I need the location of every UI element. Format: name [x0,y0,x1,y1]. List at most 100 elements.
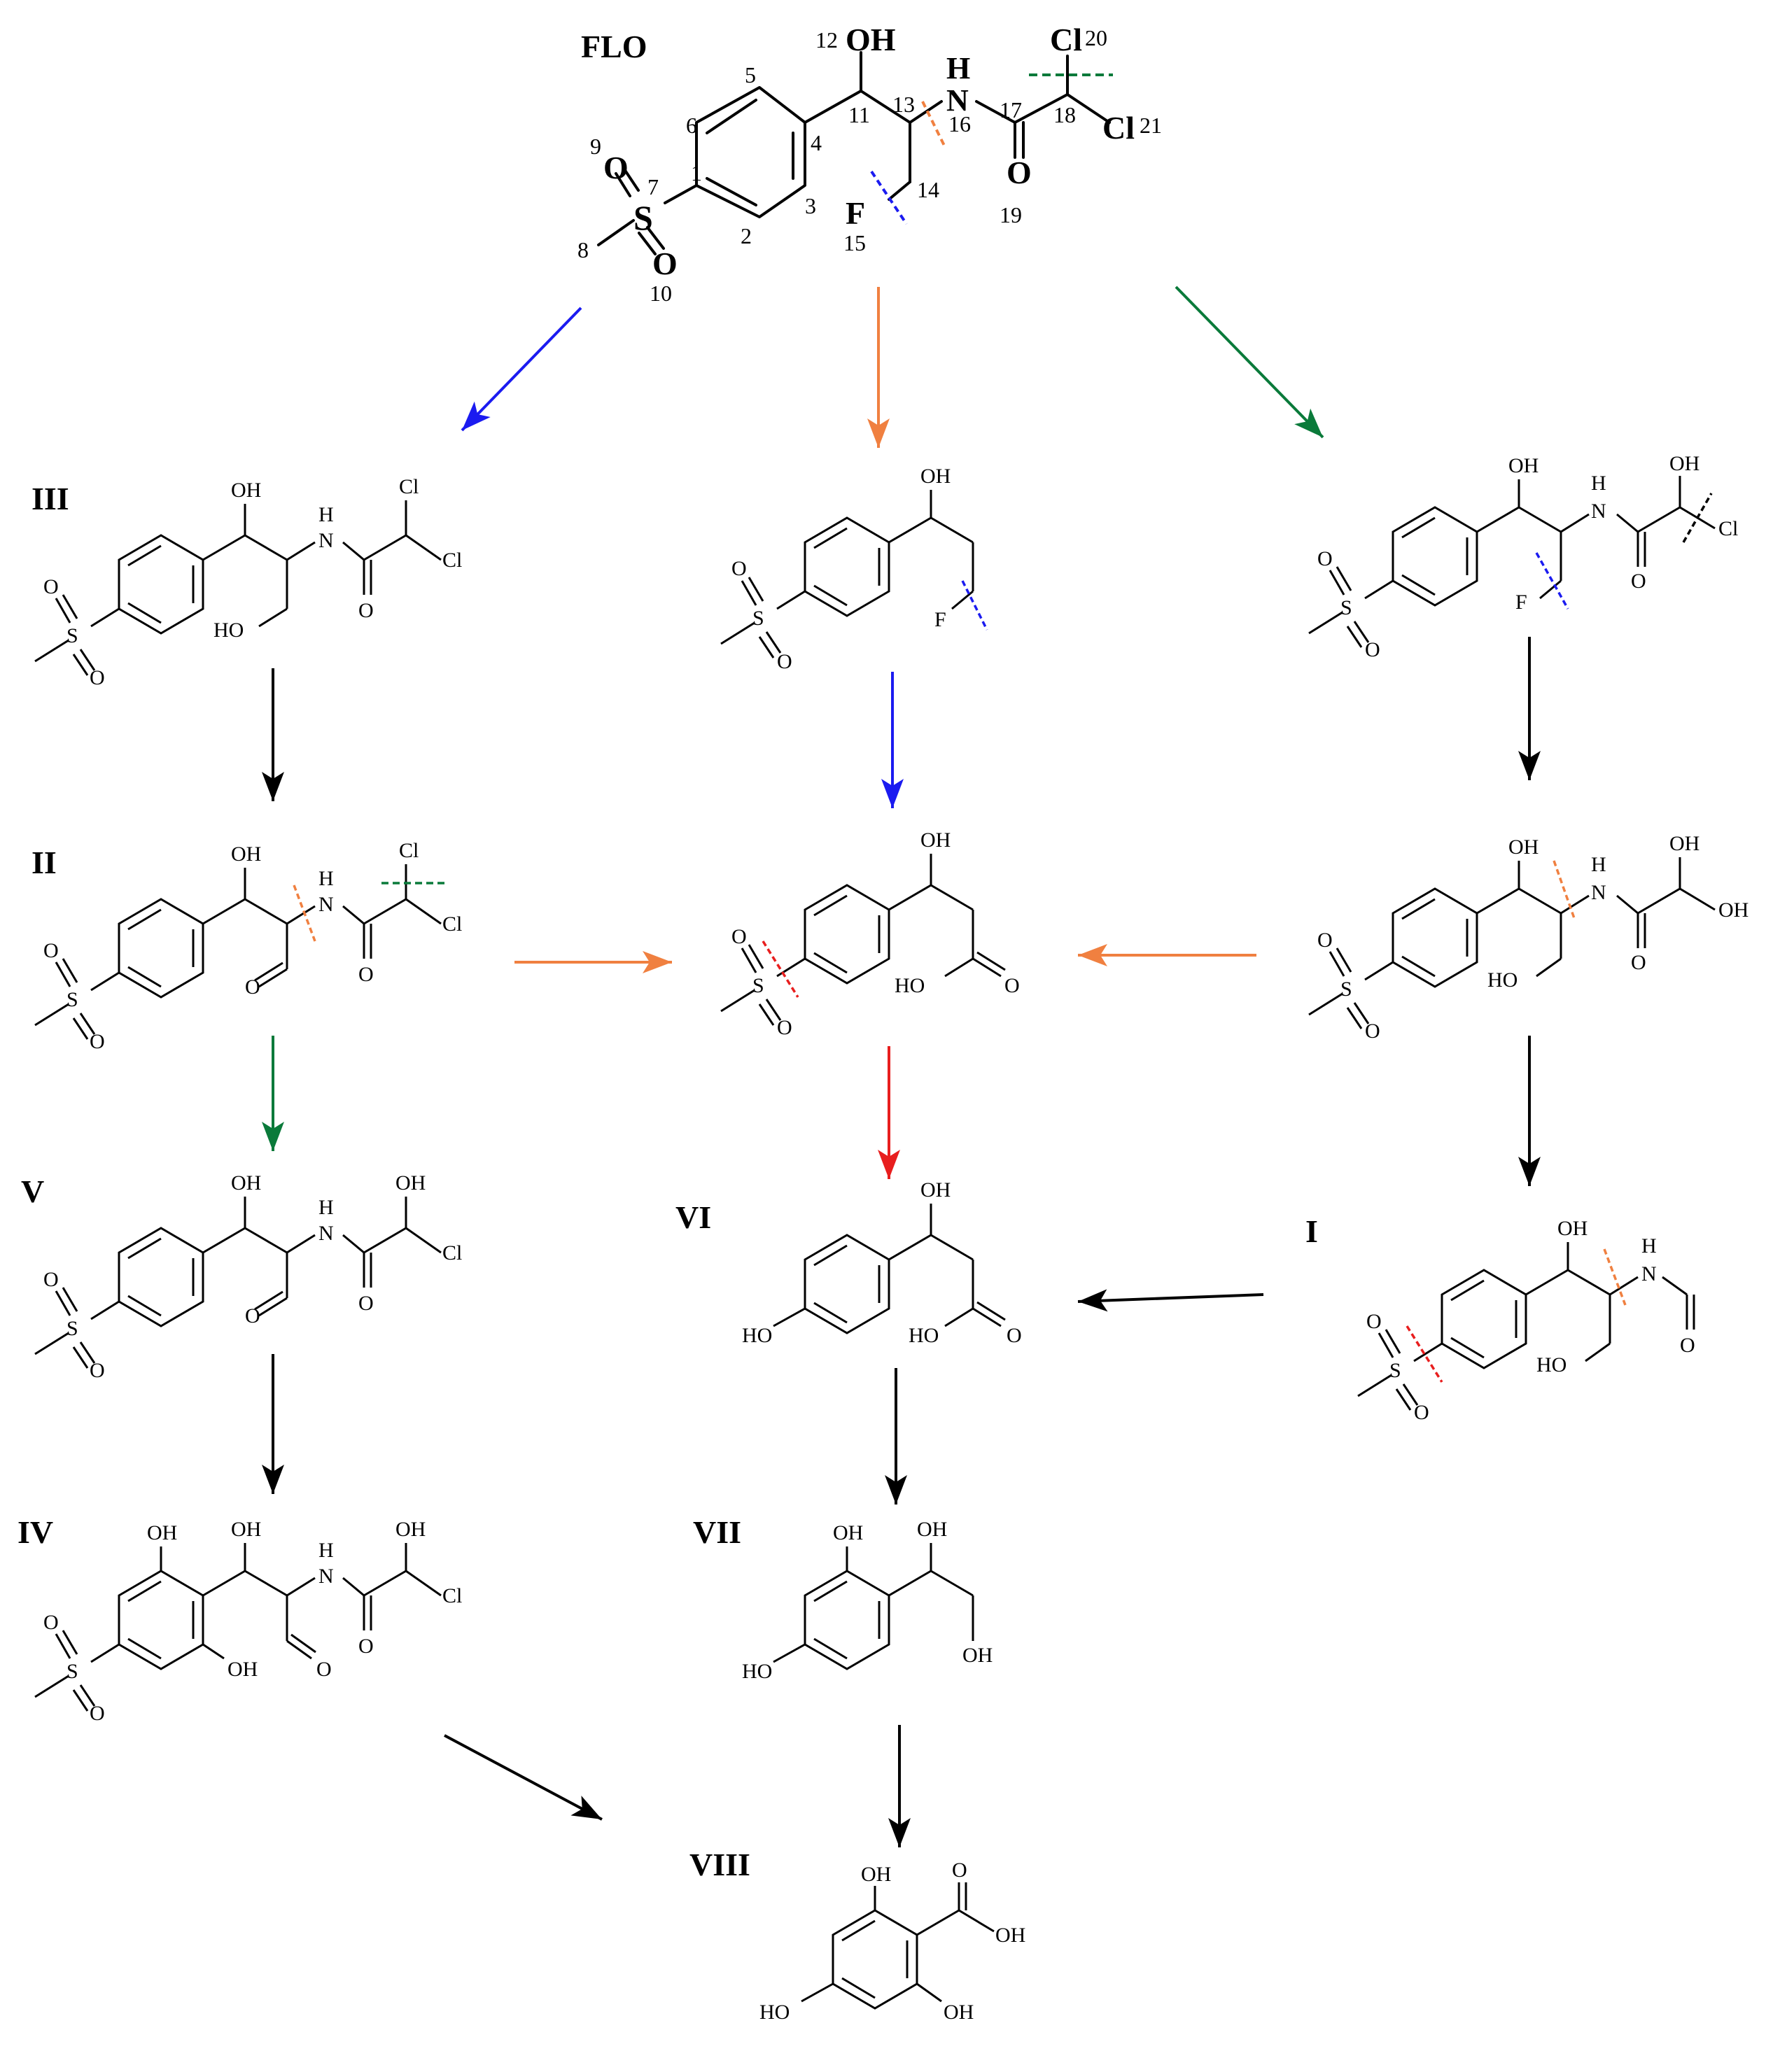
svg-text:16: 16 [948,111,971,136]
svg-text:II: II [31,845,57,880]
compound-VI: VI OH HO HO O [675,1178,1022,1347]
arrowhead-FLO-to-top_right [1294,408,1323,437]
svg-text:OH: OH [995,1924,1025,1947]
svg-text:H: H [1641,1234,1657,1257]
svg-text:Cl: Cl [1102,110,1135,146]
svg-text:1: 1 [691,160,702,185]
svg-text:O: O [777,650,792,673]
svg-text:F: F [934,608,946,631]
arrowhead-I-to-VI [1078,1289,1108,1312]
arrow-IV-to-VIII [444,1734,603,1821]
svg-text:I: I [1305,1213,1318,1249]
svg-text:O: O [90,1702,105,1725]
svg-text:V: V [21,1174,44,1209]
svg-text:4: 4 [811,130,822,155]
arrowhead-VI-to-VII [885,1475,907,1504]
svg-text:N: N [946,83,969,118]
svg-text:3: 3 [805,193,816,218]
svg-text:14: 14 [917,177,939,202]
svg-text:HO: HO [742,1660,772,1683]
flo-label: FLO [581,29,647,64]
svg-text:8: 8 [577,237,589,262]
svg-text:O: O [1317,547,1333,570]
svg-text:O: O [952,1859,967,1882]
svg-text:H: H [318,867,334,890]
svg-text:OH: OH [920,1178,951,1201]
svg-text:OH: OH [1508,454,1539,477]
compound-V: V OH H N OH Cl O O S O O [21,1171,462,1382]
svg-text:S: S [1389,1359,1401,1382]
svg-text:O: O [1414,1401,1429,1424]
svg-text:OH: OH [231,1171,261,1194]
svg-text:O: O [603,150,629,185]
svg-text:S: S [1340,596,1352,619]
svg-text:O: O [358,1635,374,1658]
svg-text:18: 18 [1053,102,1076,127]
compound-II: II OH H N Cl Cl O O S O O [31,839,462,1053]
svg-text:9: 9 [590,134,601,159]
svg-text:N: N [318,893,334,916]
svg-text:N: N [1641,1262,1657,1285]
svg-text:O: O [1365,638,1380,661]
compound-III: III OH H N Cl Cl O HO S O O [31,475,462,689]
svg-text:III: III [31,481,69,516]
svg-text:H: H [1591,472,1606,495]
svg-text:O: O [43,575,59,598]
svg-text:Cl: Cl [399,839,419,862]
svg-text:OH: OH [917,1518,947,1541]
arrowhead-III-to-II [262,772,284,801]
svg-text:O: O [245,975,260,999]
svg-text:Cl: Cl [442,1241,462,1264]
svg-text:Cl: Cl [1050,22,1082,57]
svg-text:S: S [752,974,764,997]
arrowhead-mid_right-to-I [1518,1157,1541,1186]
svg-text:O: O [731,557,747,580]
svg-text:OH: OH [846,22,896,57]
svg-text:O: O [1004,974,1020,997]
svg-text:2: 2 [741,223,752,248]
compound-center-acid: OH HO O S O O [720,829,1020,1039]
svg-text:OH: OH [147,1521,177,1544]
svg-text:N: N [1591,881,1606,904]
svg-text:OH: OH [962,1644,993,1667]
svg-text:O: O [1365,1020,1380,1043]
svg-text:H: H [318,1539,334,1562]
svg-text:O: O [1366,1310,1382,1333]
svg-text:F: F [1515,591,1527,614]
svg-text:O: O [358,963,374,986]
svg-text:S: S [66,624,78,647]
sulfur-atom: S [633,198,653,237]
svg-text:O: O [1007,155,1032,190]
svg-text:O: O [652,246,678,281]
svg-text:Cl: Cl [442,912,462,936]
svg-text:O: O [358,599,374,622]
svg-text:O: O [1317,929,1333,952]
svg-text:HO: HO [1536,1353,1567,1376]
svg-text:7: 7 [647,174,659,199]
svg-text:19: 19 [1000,202,1022,227]
svg-text:O: O [43,1268,59,1291]
svg-text:5: 5 [745,62,756,87]
svg-text:N: N [318,529,334,552]
svg-text:HO: HO [213,619,244,642]
svg-text:H: H [1591,853,1606,876]
arrowhead-FLO-to-III [462,401,491,430]
svg-text:S: S [66,988,78,1011]
compound-VIII: VIII OH O OH HO OH [689,1847,1025,2024]
arrowhead-top_right-to-mid_right [1518,751,1541,780]
svg-text:O: O [1631,570,1646,593]
compound-I: I OH H N O HO S O O [1305,1213,1695,1424]
svg-text:O: O [90,1030,105,1053]
svg-text:OH: OH [833,1521,863,1544]
svg-text:O: O [316,1658,332,1681]
svg-text:OH: OH [944,2001,974,2024]
arrow-FLO-to-III [461,306,582,432]
svg-text:S: S [752,607,764,630]
svg-text:OH: OH [231,479,261,502]
arrowhead-II-to-mid [643,951,672,973]
svg-text:OH: OH [1718,898,1749,922]
svg-text:O: O [1680,1334,1695,1357]
svg-text:OH: OH [1557,1217,1588,1240]
svg-text:OH: OH [395,1518,426,1541]
